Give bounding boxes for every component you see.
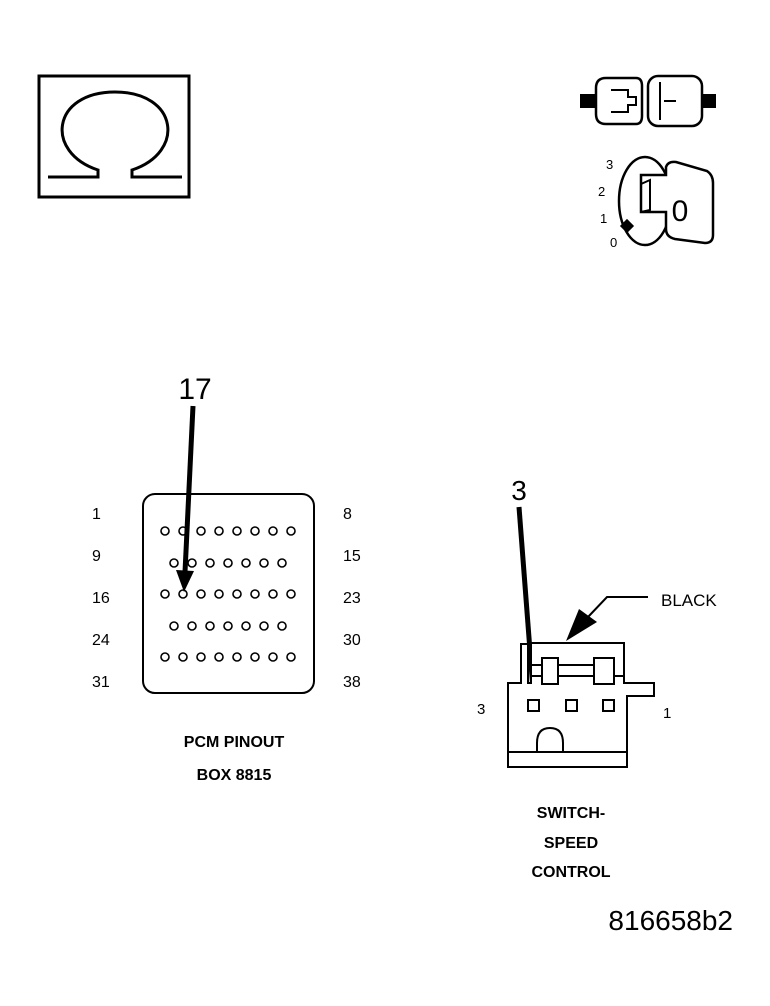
- pcm-pin-r1-c3: [196, 526, 206, 536]
- pcm-row-label-end-1: 8: [343, 506, 352, 523]
- pcm-pin-r3-c4: [214, 589, 224, 599]
- pcm-pin-r1-c7: [268, 526, 278, 536]
- figure-id: 816658b2: [608, 905, 733, 936]
- ignition-position-0: 0: [610, 235, 617, 250]
- pcm-pin-r5-c3: [196, 652, 206, 662]
- pcm-row-label-start-5: 31: [92, 674, 110, 691]
- pcm-pin-r1-c4: [214, 526, 224, 536]
- pcm-pin-r1-c1: [160, 526, 170, 536]
- switch-pin-label-left: 3: [477, 701, 485, 718]
- pcm-row-label-start-1: 1: [92, 506, 101, 523]
- pcm-pin-r5-c6: [250, 652, 260, 662]
- pcm-pin-r4-c7: [277, 621, 287, 631]
- pcm-pin-r5-c1: [160, 652, 170, 662]
- pcm-pin-r2-c2: [187, 558, 197, 568]
- pcm-row-label-end-4: 30: [343, 632, 361, 649]
- pcm-pin-r4-c3: [205, 621, 215, 631]
- switch-callout-number: 3: [511, 475, 527, 506]
- pcm-pin-r4-c2: [187, 621, 197, 631]
- pcm-callout-number: 17: [178, 373, 211, 406]
- ignition-position-3: 3: [606, 157, 613, 172]
- pcm-pin-r2-c4: [223, 558, 233, 568]
- pcm-pin-r4-c6: [259, 621, 269, 631]
- pcm-pin-r3-c2: [178, 589, 188, 599]
- pcm-row-label-start-2: 9: [92, 548, 101, 565]
- pcm-pin-r4-c5: [241, 621, 251, 631]
- black-label-leader: [566, 596, 648, 641]
- pcm-connector-body: [142, 493, 315, 694]
- pcm-pin-r3-c6: [250, 589, 260, 599]
- switch-title-line2: SPEED: [544, 835, 598, 852]
- pcm-row-label-end-2: 15: [343, 548, 361, 565]
- switch-pin-label-right: 1: [663, 705, 671, 722]
- pcm-pin-r1-c6: [250, 526, 260, 536]
- switch-color-label: BLACK: [661, 591, 717, 610]
- switch-title-line1: SWITCH-: [537, 805, 605, 822]
- pcm-pin-r1-c5: [232, 526, 242, 536]
- pcm-pin-r3-c5: [232, 589, 242, 599]
- pcm-pin-r2-c7: [277, 558, 287, 568]
- pcm-pin-r2-c3: [205, 558, 215, 568]
- pcm-pin-r5-c5: [232, 652, 242, 662]
- switch-connector-body: [507, 642, 655, 768]
- connector-unplug-icon: [580, 74, 716, 128]
- pcm-pin-r3-c1: [160, 589, 170, 599]
- pcm-callout-arrow: [176, 405, 196, 592]
- pcm-title-line2: BOX 8815: [197, 767, 272, 784]
- pcm-row-label-end-3: 23: [343, 590, 361, 607]
- pcm-pin-r5-c4: [214, 652, 224, 662]
- pcm-pin-r3-c3: [196, 589, 206, 599]
- pcm-pin-r5-c8: [286, 652, 296, 662]
- ohm-symbol-icon: [37, 74, 191, 199]
- pcm-pin-r3-c8: [286, 589, 296, 599]
- pcm-row-label-start-4: 24: [92, 632, 110, 649]
- pcm-pin-r3-c7: [268, 589, 278, 599]
- ignition-key-label: 0: [672, 195, 689, 228]
- pcm-pin-r4-c4: [223, 621, 233, 631]
- pcm-pin-r5-c2: [178, 652, 188, 662]
- pcm-pin-r2-c5: [241, 558, 251, 568]
- pcm-pin-r4-c1: [169, 621, 179, 631]
- pcm-row-label-end-5: 38: [343, 674, 361, 691]
- pcm-pin-r2-c1: [169, 558, 179, 568]
- switch-title-line3: CONTROL: [531, 864, 610, 881]
- pcm-title-line1: PCM PINOUT: [184, 734, 285, 751]
- pcm-pin-r2-c6: [259, 558, 269, 568]
- ignition-position-1: 1: [600, 211, 607, 226]
- pcm-row-label-start-3: 16: [92, 590, 110, 607]
- pcm-pin-r5-c7: [268, 652, 278, 662]
- pcm-pin-r1-c8: [286, 526, 296, 536]
- ignition-key-icon: [617, 155, 715, 247]
- ignition-position-2: 2: [598, 184, 605, 199]
- pcm-pin-grid: [160, 526, 296, 662]
